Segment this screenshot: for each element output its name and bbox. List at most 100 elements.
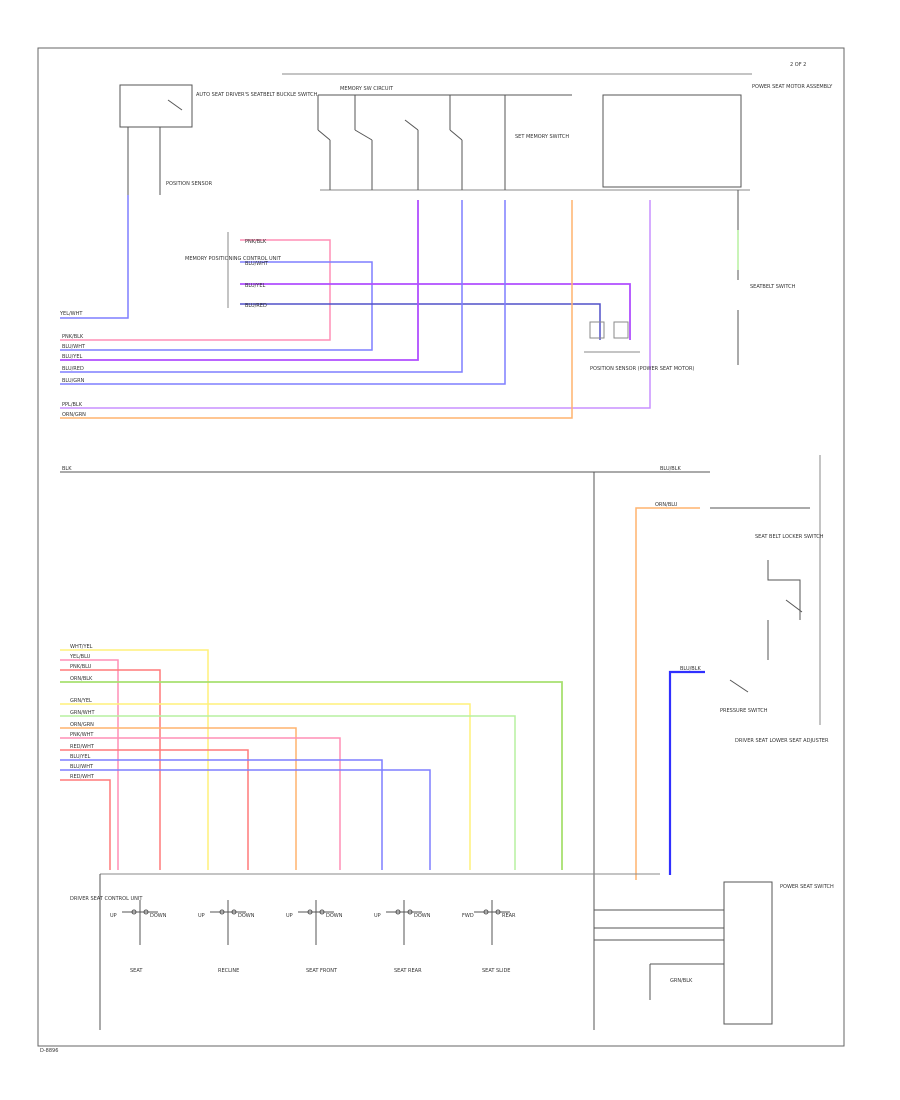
wire-pnk-2 [60,737,341,870]
page-label: 2 OF 2 [790,62,806,68]
wire-label-left-7: ORN/GRN [62,412,86,418]
locker-switch-label: SEAT BELT LOCKER SWITCH [755,534,824,540]
ground-bus: BLK BLU/BLK [60,455,821,1030]
buckle-switch: AUTO SEAT DRIVER'S SEATBELT BUCKLE SWITC… [119,84,318,312]
motor-symbol-part [395,909,401,915]
wire-label-w5: BLU/RED [245,303,267,309]
pressure-switch-label: PRESSURE SWITCH [720,708,768,714]
wire-blu-buckle [60,195,129,319]
motor-symbol-part [143,909,149,915]
set-switch-label: SET MEMORY SWITCH [515,134,569,140]
wire-label-w9: WHT/YEL [70,644,93,650]
wire-red-2 [60,749,249,870]
motor-name: SEAT [130,968,143,974]
motor-assembly-upper: POWER SEAT MOTOR ASSEMBLY SEATBELT SWITC… [570,84,833,365]
wire-blu-1 [60,261,373,351]
ground-bus-label-right: BLU/BLK [660,466,682,472]
motor-symbol-part [307,909,313,915]
wire-yel-1 [60,649,209,870]
motor-symbol-part [483,909,489,915]
wire-label-orn-blu: ORN/BLU [655,502,678,508]
left-harness: MEMORY POSITIONING CONTROL UNIT YEL/WHT [59,232,282,317]
motor-left-label: UP [198,913,205,919]
motor-right-label: DOWN [238,913,255,919]
motor-assembly-box [602,94,742,188]
buckle-switch-box [119,84,193,128]
motor-right-label: DOWN [326,913,343,919]
wire-orn-1 [60,200,573,419]
memory-switch-group: MEMORY SW CIRCUIT SET MEMORY SWITCH [282,73,752,191]
buckle-switch-label: AUTO SEAT DRIVER'S SEATBELT BUCKLE SWITC… [196,92,318,98]
diagram-frame [37,47,845,1047]
position-sensor-unit: POSITION SENSOR (POWER SEAT MOTOR) [584,321,694,372]
pressure-switch-contact [729,679,749,693]
wire-label-left-2: BLU/WHT [62,344,86,350]
wire-label-w16: BLU/YEL [70,754,91,760]
motor-left-label: UP [286,913,293,919]
motor-symbol-part [407,909,413,915]
wire-grn-1 [60,681,563,870]
power-seat-switch-label: POWER SEAT SWITCH [780,884,834,890]
wire-label-w15: PNK/WHT [70,732,94,738]
wire-pnk [60,239,331,341]
motor-name: SEAT SLIDE [482,968,510,974]
motor-symbol-part [219,909,225,915]
left-harness-label: MEMORY POSITIONING CONTROL UNIT [185,256,282,262]
wire-ppl-1 [240,283,631,340]
memory-bus-label: MEMORY SW CIRCUIT [340,86,394,92]
wire-darkblue [668,670,705,875]
wire-label-blu-blk: BLU/BLK [680,666,702,672]
wire-label-left-6: PPL/BLK [62,402,83,408]
power-seat-switch-box [723,881,773,1025]
wire-orn-2 [60,727,297,870]
wire-blu-5 [60,769,431,870]
motor-name: SEAT REAR [394,968,422,974]
wire-red-3 [60,779,111,870]
memory-switch-contacts [317,95,506,190]
lower-adjuster-label: DRIVER SEAT LOWER SEAT ADJUSTER [735,738,829,744]
wire-label-left-1: PNK/BLK [62,334,84,340]
motor-3: UP DOWN SEAT FRONT [286,900,343,974]
motor-name: SEAT FRONT [306,968,338,974]
wire-label-w13: GRN/YEL [70,698,92,704]
motor-symbol-part [231,909,237,915]
motor-left-label: FWD [462,913,474,919]
top-harness-wires: PNK/BLK BLU/WHT BLU/YEL BLU/RED PNK/BLK … [60,195,739,419]
buckle-switch-contact [167,99,183,111]
wire-label-w3: BLU/WHT [245,261,269,267]
wire-label-w12: ORN/BLK [70,676,93,682]
wire-label-w10: YEL/BLU [69,654,91,660]
motor-symbol-part [131,909,137,915]
ground-bus-label: BLK [62,466,72,472]
wire-pnk-1 [60,659,119,870]
lower-harness-wires: WHT/YEL YEL/BLU PNK/BLU ORN/BLK GRN/YEL … [60,644,563,870]
power-seat-switch: POWER SEAT SWITCH GRN/BLK [594,881,834,1025]
locker-switch-trace [767,560,801,620]
wire-label-w18: RED/WHT [70,744,95,750]
wire-grn-2 [60,715,516,870]
wire-ppl-2 [60,200,419,361]
motor-assembly-label: POWER SEAT MOTOR ASSEMBLY [752,84,833,90]
wire-ppl-3 [60,200,651,409]
locker-switch-contact [785,599,803,613]
motor-symbol-part [495,909,501,915]
footer-code: D-8896 [40,1048,58,1054]
wire-blu-2 [60,200,463,373]
wire-orn-locker [635,507,700,880]
position-sensor-label: POSITION SENSOR [166,181,213,187]
motor-right-label: REAR [502,913,516,919]
motor-5: FWD REAR SEAT SLIDE [462,900,516,974]
wire-label-left-4: BLU/RED [62,366,84,372]
wire-label-w14: GRN/WHT [70,710,95,716]
wire-yel-2 [60,703,471,870]
position-sensor-terminal-1 [589,321,605,339]
wire-blu-3 [60,200,506,385]
wire-navy-1 [240,303,601,340]
motor-right-label: DOWN [150,913,167,919]
lower-unit-label: DRIVER SEAT CONTROL UNIT [70,896,143,902]
